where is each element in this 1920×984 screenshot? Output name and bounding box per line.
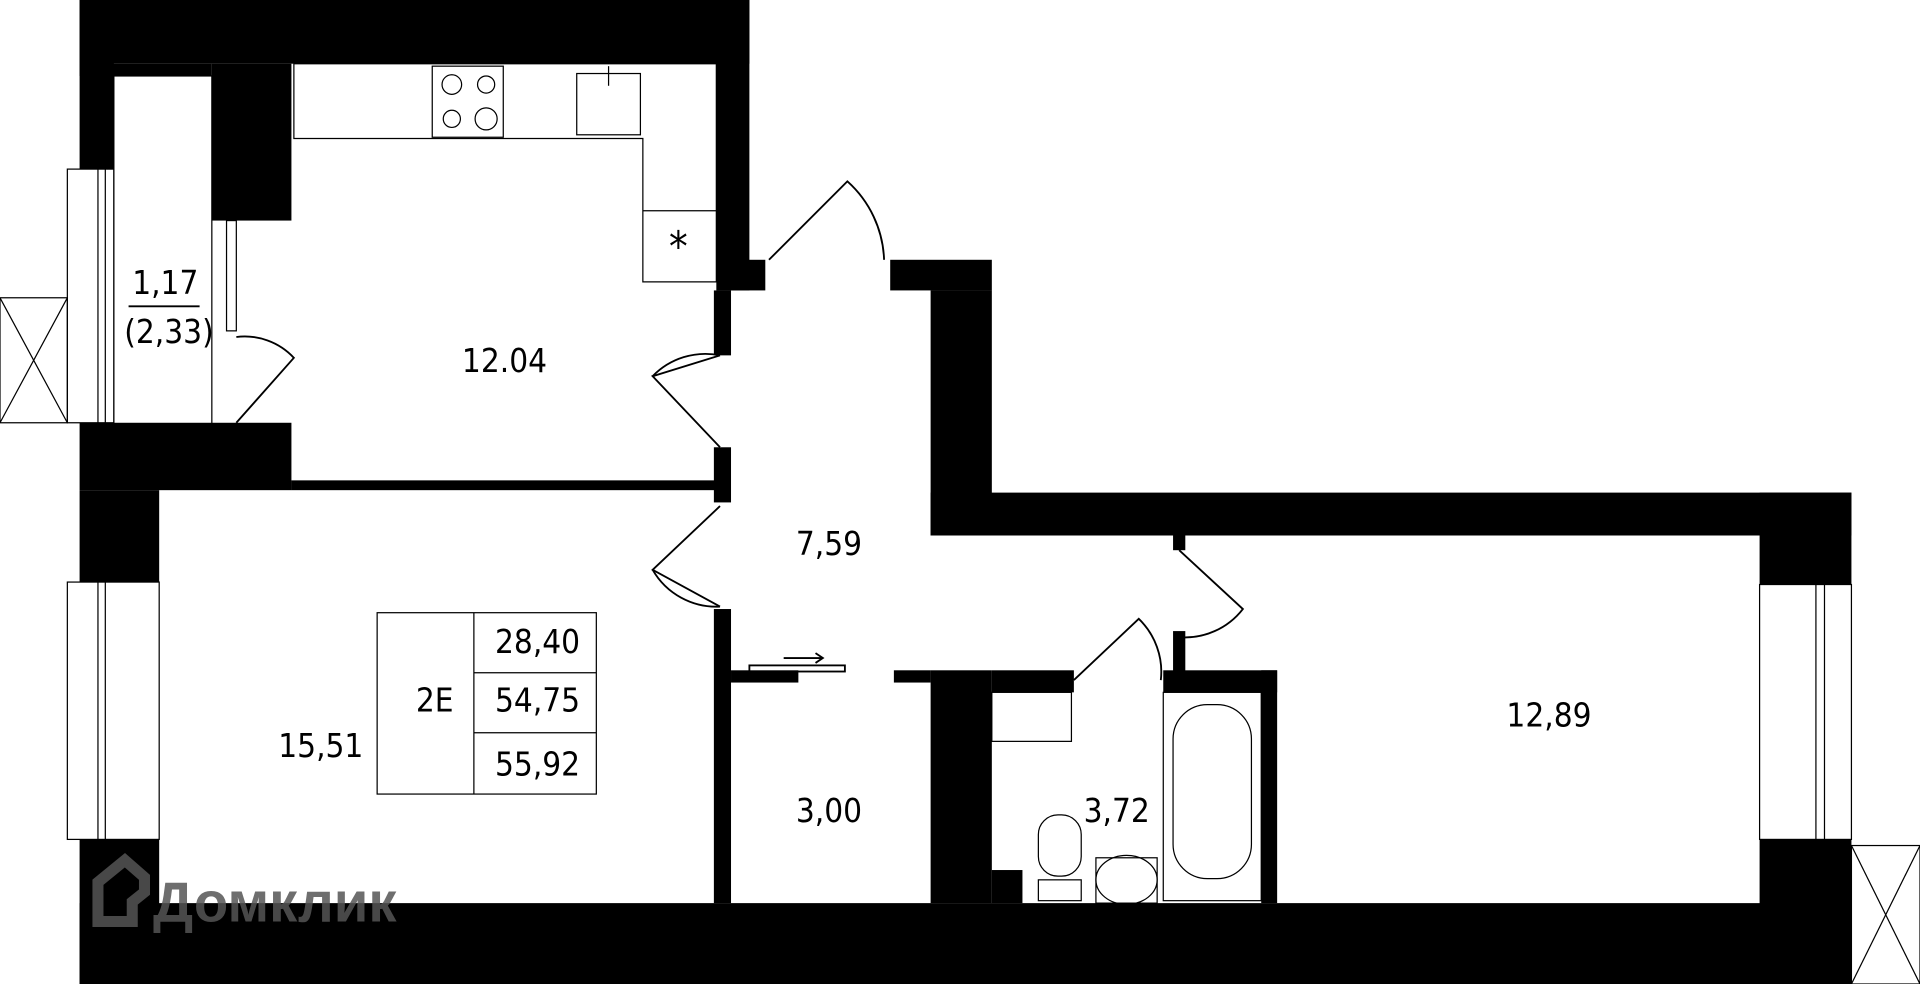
loggia-area: 1,17 <box>132 263 198 302</box>
kitchen-counter <box>293 63 717 283</box>
doors <box>235 180 1245 681</box>
hallway-area: 7,59 <box>796 524 862 563</box>
bedroom-area: 12,89 <box>1506 695 1591 734</box>
total-with-loggia: 55,92 <box>495 744 580 783</box>
living-room-area: 15,51 <box>278 726 363 765</box>
summary-table: 2E 28,40 54,75 55,92 <box>376 612 597 795</box>
living-area: 28,40 <box>495 622 580 661</box>
bathroom-fixtures <box>991 691 1262 905</box>
apartment-type: 2E <box>416 681 454 720</box>
domclick-watermark: Домклик <box>92 853 397 934</box>
walls <box>79 0 1852 984</box>
kitchen-area: 12.04 <box>462 341 547 380</box>
watermark-text: Домклик <box>153 870 397 933</box>
house-logo-icon <box>92 853 150 928</box>
bathroom-area: 3,72 <box>1084 791 1150 830</box>
windows <box>0 75 1920 984</box>
wardrobe-area: 3,00 <box>796 791 862 830</box>
total-area: 54,75 <box>495 681 580 720</box>
fridge-mark: * <box>669 222 688 271</box>
loggia-area-full: (2,33) <box>124 312 213 351</box>
